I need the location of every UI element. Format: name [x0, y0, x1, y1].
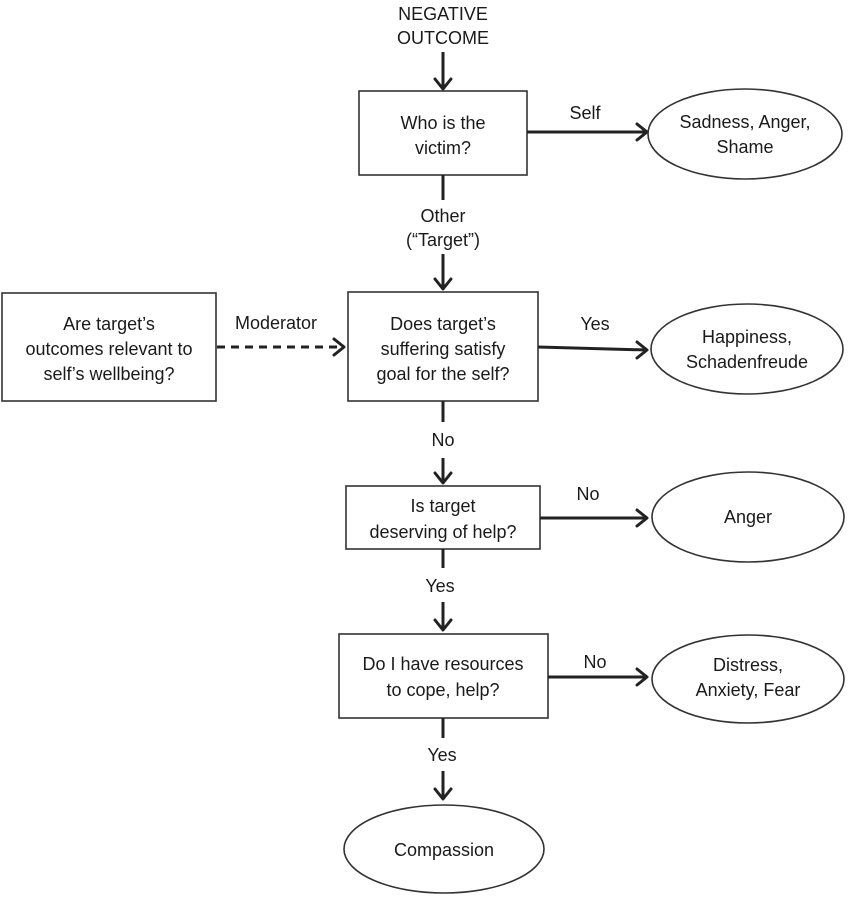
goal-question-line2: suffering satisfy	[381, 339, 506, 359]
goal-question-box: Does target’s suffering satisfy goal for…	[347, 291, 539, 402]
arrow-relevance-to-goal-dashed: Moderator	[217, 313, 346, 357]
self-emotions-line1: Sadness, Anger,	[679, 112, 810, 132]
edge-label-resources-no: No	[583, 652, 606, 672]
start-label: NEGATIVE OUTCOME	[397, 4, 489, 48]
deserving-question-box: Is target deserving of help?	[345, 485, 541, 550]
happiness-ellipse: Happiness, Schadenfreude	[650, 303, 844, 395]
edge-label-goal-no: No	[431, 430, 454, 450]
anger-ellipse: Anger	[651, 471, 845, 563]
self-emotions-ellipse: Sadness, Anger, Shame	[647, 88, 843, 180]
resources-question-box: Do I have resources to cope, help?	[338, 633, 549, 719]
edge-label-other: Other	[420, 206, 465, 226]
resources-question-line1: Do I have resources	[362, 654, 523, 674]
relevance-question-box: Are target’s outcomes relevant to self’s…	[1, 292, 217, 402]
edge-label-target: (“Target”)	[406, 230, 480, 250]
arrow-resources-to-distress: No	[548, 652, 649, 687]
deserving-question-line2: deserving of help?	[369, 522, 516, 542]
edge-label-deserving-no: No	[576, 484, 599, 504]
edge-label-resources-yes: Yes	[427, 745, 456, 765]
arrow-victim-to-self-emotions: Self	[527, 103, 649, 142]
edge-label-goal-yes: Yes	[580, 314, 609, 334]
arrow-start-to-victim	[433, 52, 453, 91]
arrow-goal-to-deserving: No	[431, 401, 455, 485]
relevance-question-line1: Are target’s	[63, 314, 155, 334]
edge-label-deserving-yes: Yes	[425, 576, 454, 596]
arrow-victim-to-goal: Other (“Target”)	[406, 175, 480, 291]
edge-label-moderator: Moderator	[235, 313, 317, 333]
relevance-question-line3: self’s wellbeing?	[43, 364, 174, 384]
anger-line1: Anger	[724, 507, 772, 527]
goal-question-line3: goal for the self?	[376, 364, 509, 384]
arrow-deserving-to-anger: No	[540, 484, 649, 528]
happiness-line2: Schadenfreude	[686, 352, 808, 372]
distress-line2: Anxiety, Fear	[696, 680, 801, 700]
victim-question-box: Who is the victim?	[358, 90, 528, 176]
distress-line1: Distress,	[713, 655, 783, 675]
distress-ellipse: Distress, Anxiety, Fear	[651, 634, 845, 724]
start-label-line1: NEGATIVE	[398, 4, 488, 24]
victim-question-line1: Who is the	[400, 113, 485, 133]
arrow-deserving-to-resources: Yes	[425, 549, 455, 632]
arrow-resources-to-compassion: Yes	[427, 718, 457, 801]
victim-question-line2: victim?	[415, 138, 471, 158]
arrow-goal-to-happiness: Yes	[537, 314, 649, 360]
deserving-question-line1: Is target	[410, 496, 475, 516]
resources-question-line2: to cope, help?	[386, 680, 499, 700]
relevance-question-line2: outcomes relevant to	[25, 339, 192, 359]
compassion-line1: Compassion	[394, 840, 494, 860]
happiness-line1: Happiness,	[702, 327, 792, 347]
edge-label-self: Self	[569, 103, 601, 123]
self-emotions-line2: Shame	[716, 137, 773, 157]
compassion-ellipse: Compassion	[343, 804, 545, 894]
start-label-line2: OUTCOME	[397, 28, 489, 48]
goal-question-line1: Does target’s	[390, 314, 496, 334]
